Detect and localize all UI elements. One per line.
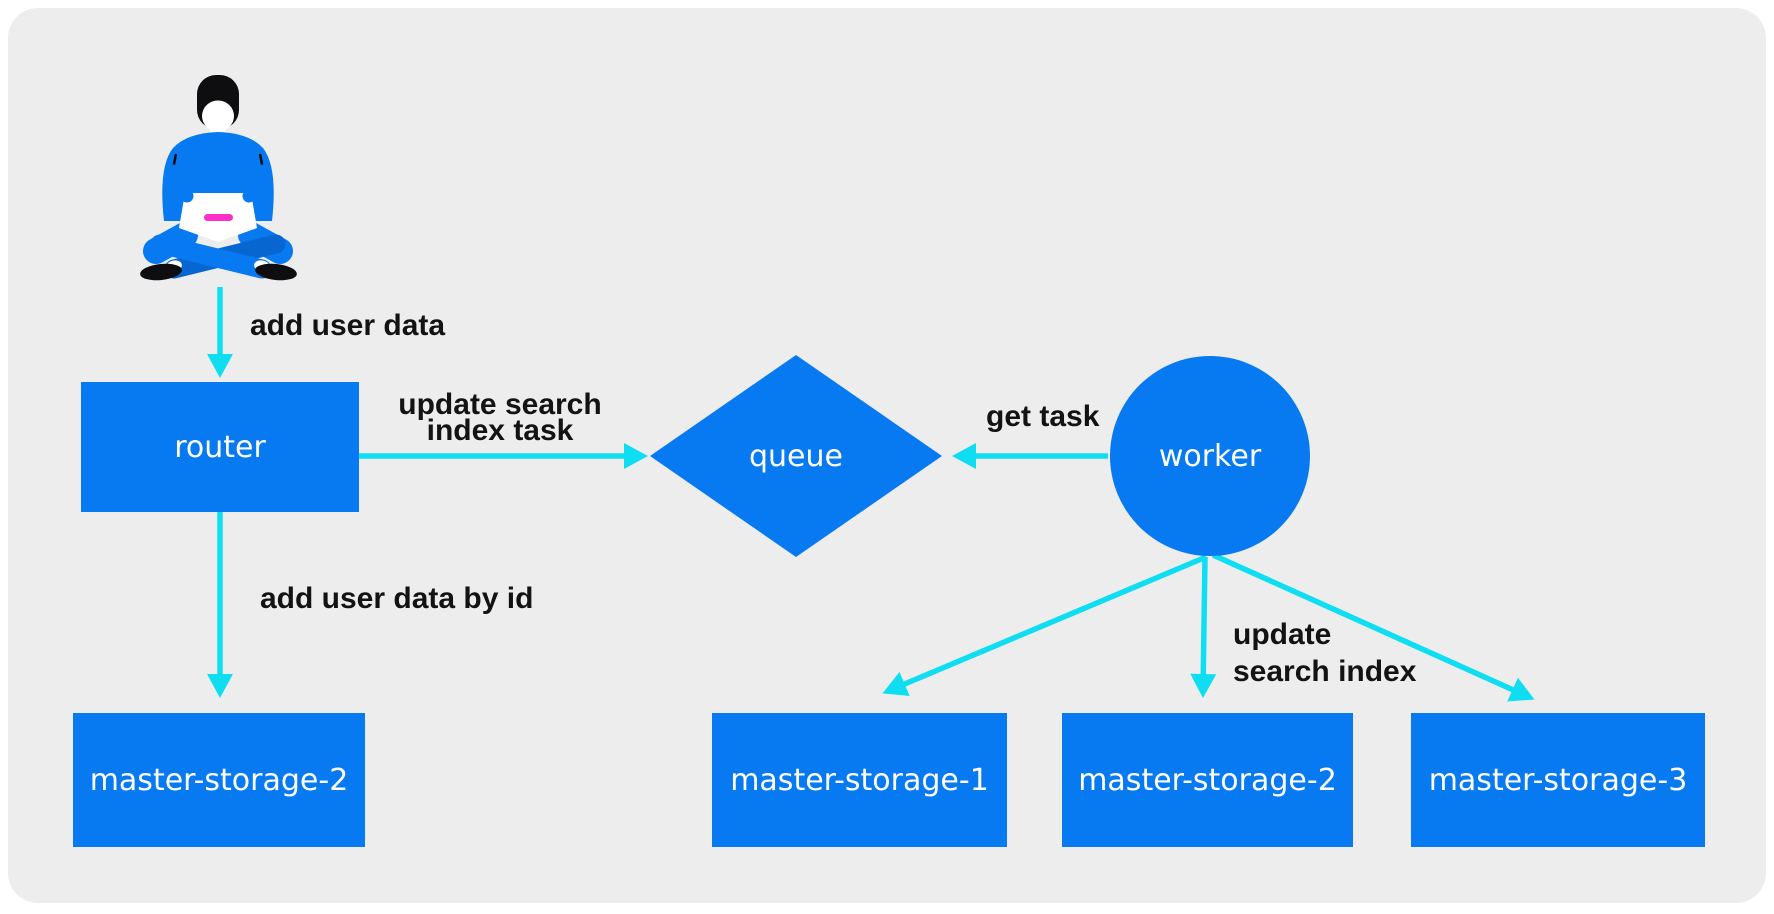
- edge-label-update-search-index-task: update search index task: [330, 388, 670, 447]
- edge-worker-to-storage-1: [882, 554, 1208, 696]
- person-right-hand: [242, 189, 256, 203]
- node-master-storage-2: master-storage-2: [1062, 713, 1353, 847]
- node-worker: worker: [1110, 356, 1310, 556]
- node-router-label: router: [174, 429, 266, 465]
- node-master-storage-2-left-label: master-storage-2: [89, 762, 349, 798]
- node-router: router: [81, 382, 359, 512]
- person-left-shoe: [140, 263, 182, 281]
- node-master-storage-1-label: master-storage-1: [730, 762, 989, 798]
- person-left-hand: [180, 189, 194, 203]
- node-master-storage-2-label: master-storage-2: [1078, 762, 1337, 798]
- edge-label-update-search-index-task-line2: index task: [426, 414, 574, 447]
- node-master-storage-1: master-storage-1: [712, 713, 1007, 847]
- edge-label-update-search-index-task-line1: update search: [398, 388, 602, 421]
- edge-label-update-search-index-line2: search index: [1233, 655, 1417, 688]
- edge-label-update-search-index: update search index: [1233, 616, 1416, 690]
- edge-label-add-user-data: add user data: [250, 309, 446, 342]
- edge-label-add-user-data-by-id: add user data by id: [260, 582, 534, 615]
- edge-label-get-task: get task: [986, 400, 1100, 433]
- node-master-storage-3: master-storage-3: [1411, 713, 1705, 847]
- person-right-shoe: [255, 263, 297, 281]
- node-master-storage-3-label: master-storage-3: [1428, 762, 1688, 798]
- node-worker-label: worker: [1158, 438, 1262, 474]
- node-master-storage-2-left: master-storage-2: [73, 713, 365, 847]
- edge-worker-to-storage-3: [1211, 552, 1535, 702]
- node-queue-label: queue: [749, 438, 843, 474]
- person-front-shin: [150, 234, 272, 279]
- edge-label-update-search-index-line1: update: [1233, 618, 1332, 651]
- edge-worker-to-storage-2: [1190, 556, 1217, 698]
- person-with-laptop-illustration: [140, 75, 297, 281]
- laptop-logo: [204, 214, 233, 221]
